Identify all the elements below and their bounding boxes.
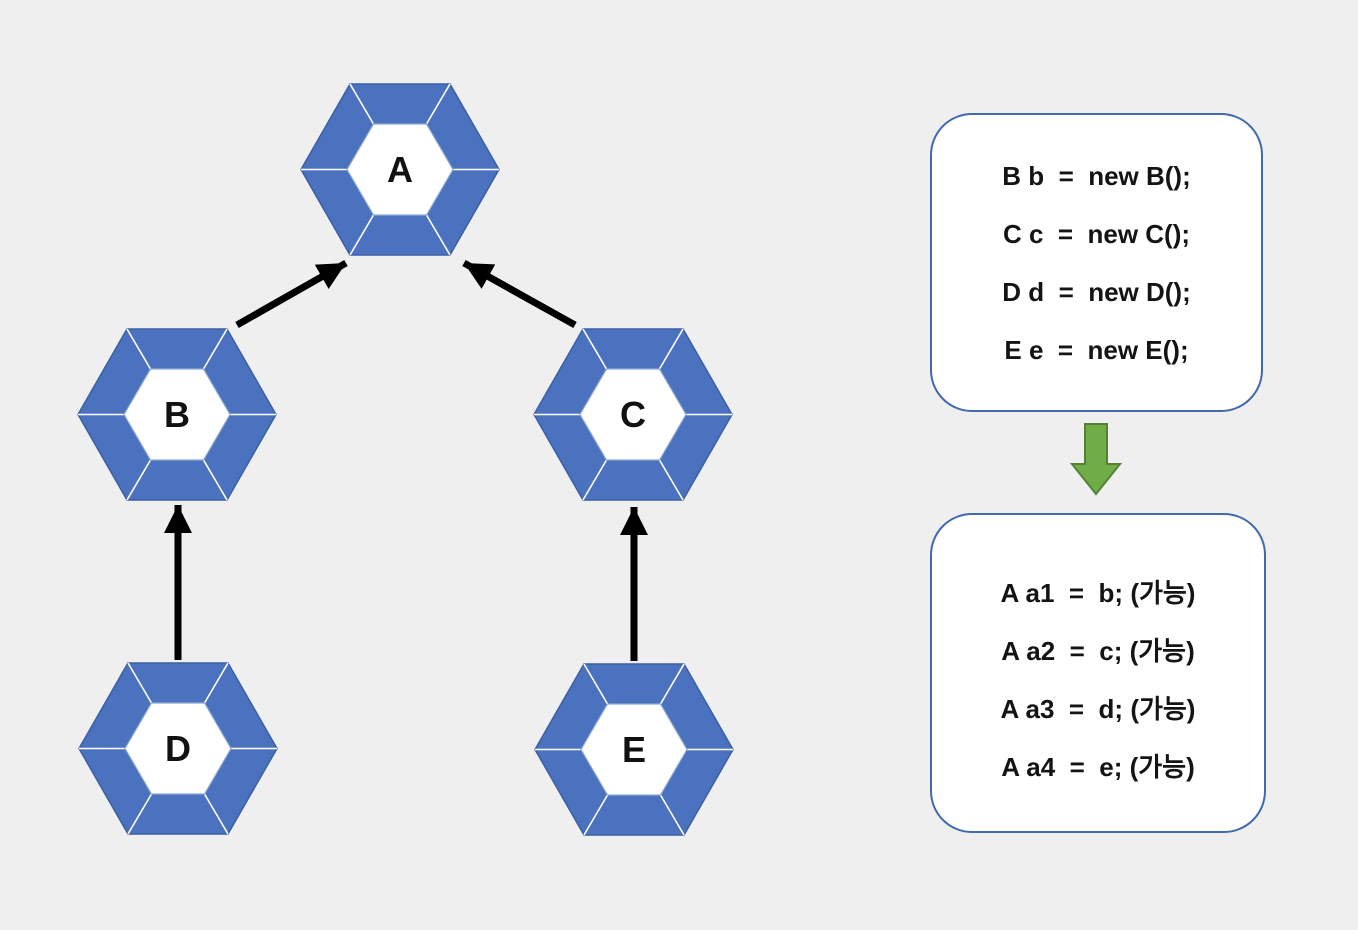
- edge-b-to-a: [235, 259, 348, 329]
- code-line: B b = new B();: [1002, 160, 1191, 191]
- class-node-label: E: [621, 728, 646, 770]
- code-line: C c = new C();: [1002, 218, 1191, 249]
- code-box-assignments: A a1 = b; (가능) A a2 = c; (가능) A a3 = d; …: [930, 513, 1266, 833]
- code-line: E e = new E();: [1004, 334, 1189, 365]
- class-node-e: E: [534, 663, 734, 836]
- hexagon-shape: [533, 328, 733, 501]
- hexagon-shape: [78, 662, 278, 835]
- class-node-c: C: [533, 328, 733, 501]
- code-line: D d = new D();: [1002, 276, 1191, 307]
- class-node-label: A: [387, 148, 413, 190]
- hexagon-shape: [300, 83, 500, 256]
- class-node-label: B: [164, 393, 190, 435]
- code-line: A a4 = e; (가능): [1001, 752, 1195, 782]
- code-line: A a3 = d; (가능): [1000, 694, 1196, 724]
- hexagon-shape: [534, 663, 734, 836]
- class-node-label: D: [165, 727, 191, 769]
- code-line: A a2 = c; (가능): [1001, 636, 1195, 666]
- class-node-b: B: [77, 328, 277, 501]
- down-arrow-icon: [1069, 423, 1123, 496]
- class-node-label: C: [620, 393, 646, 435]
- code-line: A a1 = b; (가능): [1000, 578, 1196, 608]
- code-box-declarations: B b = new B(); C c = new C(); D d = new …: [930, 113, 1263, 412]
- hexagon-shape: [77, 328, 277, 501]
- class-node-a: A: [300, 83, 500, 256]
- edge-c-to-a: [462, 259, 577, 329]
- class-node-d: D: [78, 662, 278, 835]
